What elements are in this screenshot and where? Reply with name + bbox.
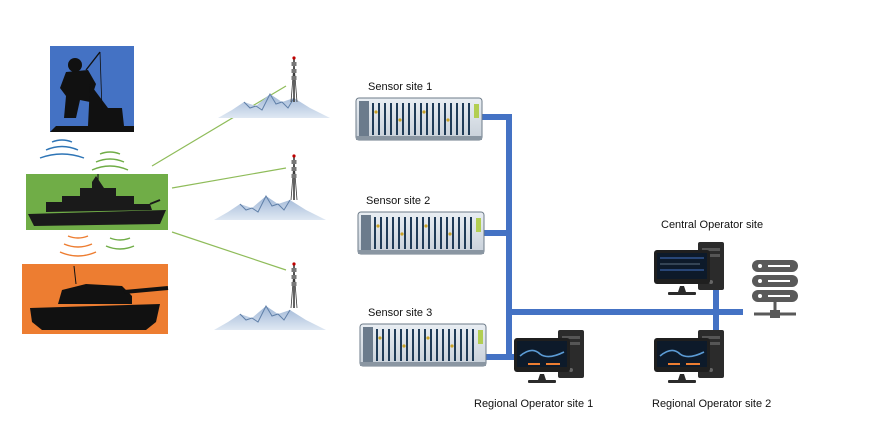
radio-link-3 [171, 231, 287, 271]
signal-waves [39, 139, 135, 257]
regional-operator-2-label: Regional Operator site 2 [652, 398, 772, 410]
radio-links [151, 85, 287, 271]
sensor-site-3-label: Sensor site 3 [368, 307, 433, 319]
regional-operator-1-workstation-icon [514, 330, 584, 383]
network-links [481, 114, 743, 360]
central-operator-workstation-icon [654, 242, 724, 295]
radio-tower-3 [213, 261, 327, 331]
server-stack-icon [750, 258, 800, 320]
sensor-site-2-label: Sensor site 2 [366, 195, 431, 207]
radio-link-1 [151, 85, 287, 167]
radio-tower-1 [217, 55, 331, 119]
regional-operator-2-workstation-icon [654, 330, 724, 383]
tank-icon [22, 264, 169, 334]
sensor-instrument-2 [357, 211, 485, 255]
radio-link-2 [171, 167, 287, 189]
radio-tower-2 [213, 153, 327, 221]
warship-icon [26, 174, 168, 230]
sensor-instrument-3 [359, 323, 487, 367]
central-operator-label: Central Operator site [661, 219, 764, 231]
soldier-radio-icon [50, 46, 134, 132]
regional-operator-1-label: Regional Operator site 1 [474, 398, 594, 410]
sensor-instrument-1 [355, 97, 483, 141]
sensor-site-1-label: Sensor site 1 [368, 81, 433, 93]
